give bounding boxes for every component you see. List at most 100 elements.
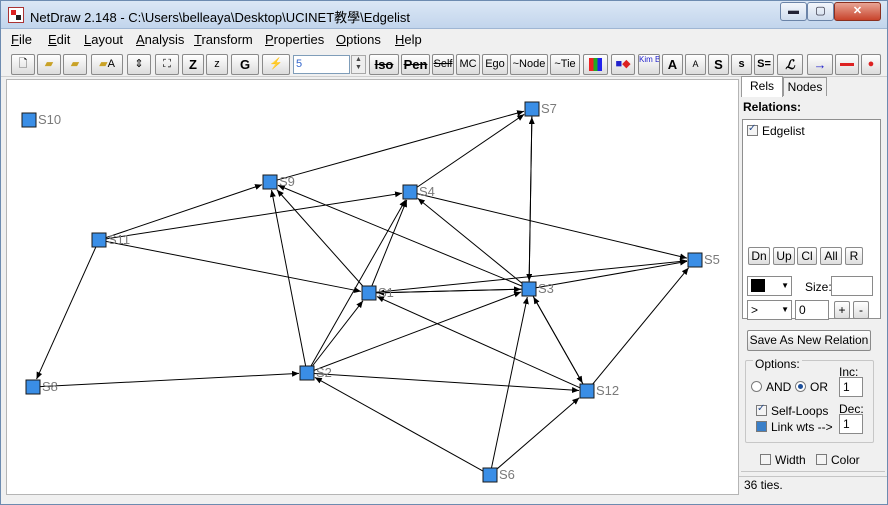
edge-s3-s9[interactable] [277,184,523,287]
edge-s3-s4[interactable] [417,197,523,284]
node-label-s12[interactable]: S12 [596,383,619,398]
mc-button[interactable]: MC [456,54,480,75]
edge-s12-s1[interactable] [376,296,581,389]
node-s11[interactable] [91,232,107,248]
node-label-s11[interactable]: S11 [108,232,130,247]
node-size-small-button[interactable]: s [731,54,752,75]
node-s7[interactable] [524,101,540,117]
link-wts-option[interactable]: Link wts --> [756,420,833,434]
relation-item-edgelist[interactable]: Edgelist [747,123,805,138]
line-color-button[interactable] [835,54,859,75]
or-radio[interactable]: OR [795,380,828,394]
node-size-large-button[interactable]: S [708,54,729,75]
relation-checkbox[interactable] [747,123,758,136]
menu-transform[interactable]: Transform [194,32,253,47]
edge-s11-s1[interactable] [105,240,362,294]
ego-button[interactable]: Ego [482,54,508,75]
isolates-button[interactable]: Iso [369,54,399,75]
node-s4[interactable] [402,184,418,200]
open-file-button[interactable]: ▰ [37,54,61,75]
arrow-style-button[interactable]: → [807,54,833,75]
graph-theoretic-layout-button[interactable]: G [231,54,259,75]
inc-input[interactable]: 1 [839,377,863,397]
all-button[interactable]: All [820,247,842,265]
and-radio[interactable]: AND [751,380,791,394]
layout-size-button[interactable]: ⇕ [127,54,151,75]
edge-s2-s4[interactable] [310,199,406,367]
tie-button[interactable]: ~Tie [550,54,580,75]
minimize-button[interactable]: ▬ [780,2,807,21]
node-s9[interactable] [262,174,278,190]
color-grid-button[interactable] [583,54,608,75]
zoom-in-button[interactable]: Z [182,54,204,75]
node-label-s10[interactable]: S10 [38,112,61,127]
menu-layout[interactable]: Layout [84,32,124,47]
color-option[interactable]: Color [816,453,860,467]
node-label-s2[interactable]: S2 [316,365,332,380]
node-label-s7[interactable]: S7 [541,101,557,116]
open-folder-button[interactable]: ▰ [63,54,87,75]
menu-analysis[interactable]: Analysis [136,32,185,47]
move-down-button[interactable]: Dn [748,247,770,265]
self-loops-checkbox[interactable] [756,403,767,416]
maximize-button[interactable]: ▢ [807,2,834,21]
lightning-layout-button[interactable]: ⚡ [262,54,290,75]
fit-window-button[interactable]: ⛶ [155,54,179,75]
dec-input[interactable]: 1 [839,414,863,434]
and-radio-button[interactable] [751,381,762,392]
node-label-s9[interactable]: S9 [279,174,295,189]
node-label-s1[interactable]: S1 [378,285,394,300]
node-label-s4[interactable]: S4 [419,184,435,199]
node-s8[interactable] [25,379,41,395]
edge-s1-s5[interactable] [375,258,688,293]
edge-s9-s7[interactable] [276,110,525,181]
move-up-button[interactable]: Up [773,247,795,265]
line-style-button[interactable]: ℒ [777,54,803,75]
increase-button[interactable]: + [834,301,850,319]
edge-s3-s1[interactable] [376,288,523,296]
edge-s4-s5[interactable] [416,193,688,260]
tie-color-combo[interactable]: ▼ [747,276,792,296]
edge-s12-s5[interactable] [592,267,689,385]
kim-bill-button[interactable]: Kim Bill [638,54,660,75]
size-input[interactable] [831,276,873,296]
node-s5[interactable] [687,252,703,268]
edge-s2-s3[interactable] [313,291,522,371]
edge-s11-s8[interactable] [36,246,97,380]
node-size-equal-button[interactable]: S= [754,54,774,75]
record-button[interactable]: ● [861,54,881,75]
iterations-spinner[interactable]: ▲▼ [351,55,366,74]
node-s3[interactable] [521,281,537,297]
node-s12[interactable] [579,383,595,399]
link-wts-checkbox[interactable] [756,421,767,432]
edge-s6-s12[interactable] [496,397,580,470]
edge-s4-s7[interactable] [416,113,525,188]
node-label-s3[interactable]: S3 [538,281,554,296]
arrow-style-combo[interactable]: > ▼ [747,300,792,320]
width-checkbox[interactable] [760,454,771,465]
self-loops-option[interactable]: Self-Loops [756,403,828,418]
edge-s8-s2[interactable] [39,370,300,388]
edge-s6-s2[interactable] [314,376,484,472]
edge-s3-s5[interactable] [535,259,688,289]
open-attributes-button[interactable]: ▰A [91,54,123,75]
decrease-button[interactable]: - [853,301,869,319]
tab-rels[interactable]: Rels [741,76,783,97]
layout-iterations-input[interactable]: 5 [293,55,350,74]
edge-s3-s12[interactable] [532,295,583,384]
edge-s1-s9[interactable] [276,189,364,287]
node-label-s8[interactable]: S8 [42,379,58,394]
menu-edit[interactable]: Edit [48,32,71,47]
edge-s1-s4[interactable] [371,199,408,287]
menu-help[interactable]: Help [395,32,422,47]
zoom-out-button[interactable]: z [206,54,228,75]
clear-button[interactable]: Cl [797,247,817,265]
node-label-s5[interactable]: S5 [704,252,720,267]
save-as-new-relation-button[interactable]: Save As New Relation [747,330,871,351]
edge-s11-s4[interactable] [105,191,403,240]
node-s2[interactable] [299,365,315,381]
menu-options[interactable]: Options [336,32,381,47]
edge-s2-s9[interactable] [269,189,307,367]
